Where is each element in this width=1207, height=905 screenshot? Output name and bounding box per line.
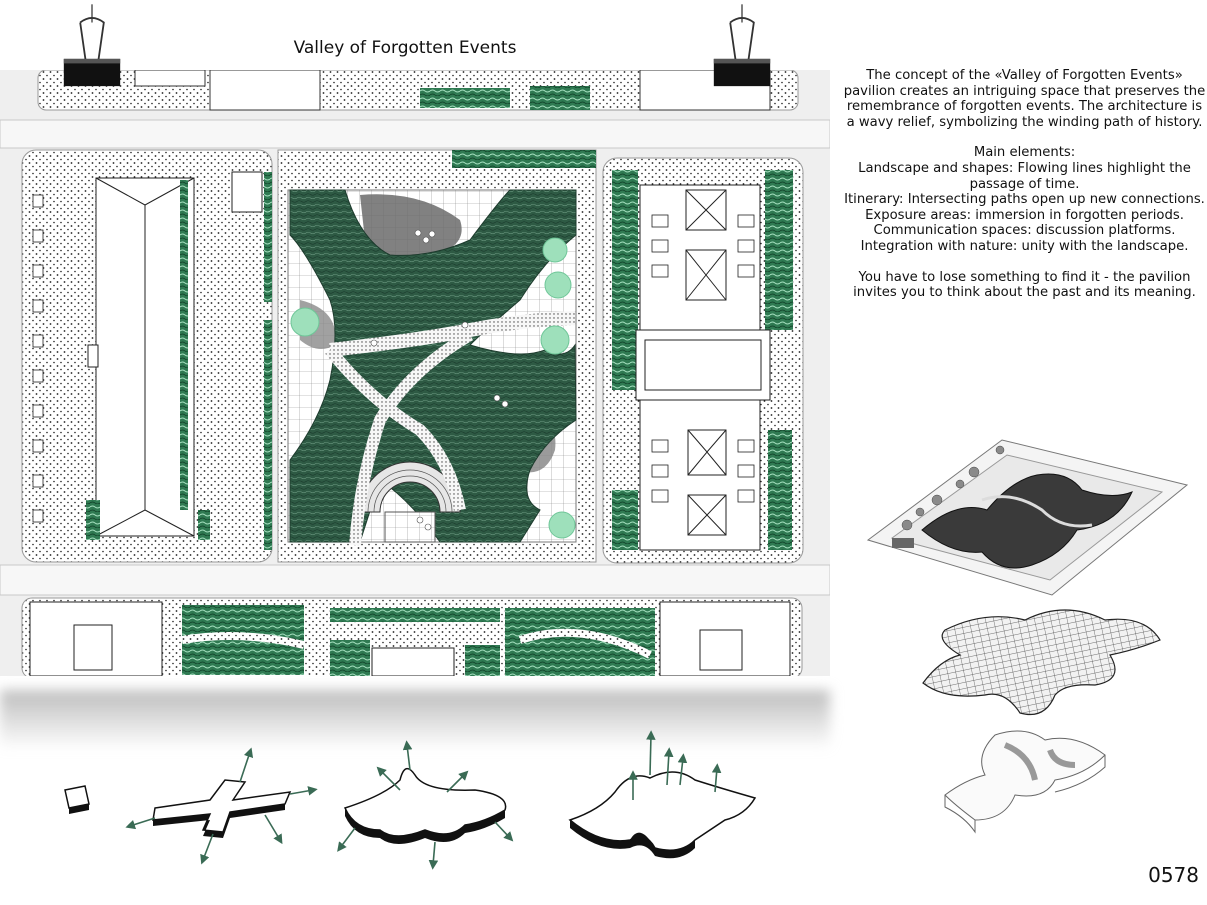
element-item: Communication spaces: discussion platfor… — [873, 223, 1176, 239]
sheet-shadow — [0, 690, 830, 750]
site-plan — [0, 70, 830, 676]
binder-clip-icon — [713, 4, 771, 87]
concept-closing: You have to lose something to find it - … — [853, 269, 1196, 301]
element-item: Exposure areas: immersion in forgotten p… — [865, 207, 1184, 223]
axonometric-view — [866, 439, 1189, 596]
form-step-3 — [337, 740, 514, 870]
plan-title: Valley of Forgotten Events — [293, 38, 517, 58]
site-plan-drawing — [0, 70, 830, 676]
binder-clip-icon — [63, 4, 121, 87]
element-item: Itinerary: Intersecting paths open up ne… — [844, 192, 1205, 208]
exploded-walls — [944, 730, 1106, 834]
element-item: Landscape and shapes: Flowing lines high… — [858, 160, 1191, 192]
sheet-number: 0578 — [1148, 863, 1199, 887]
wireframe-roof — [922, 609, 1161, 716]
form-step-4 — [568, 730, 757, 859]
form-evolution-diagram — [64, 730, 757, 870]
form-step-1 — [64, 785, 90, 814]
concept-text: The concept of the «Valley of Forgotten … — [842, 68, 1207, 316]
element-item: Integration with nature: unity with the … — [860, 238, 1189, 254]
form-step-2 — [125, 747, 318, 865]
concept-intro: The concept of the «Valley of Forgotten … — [843, 68, 1206, 130]
elements-heading: Main elements: — [973, 145, 1076, 161]
